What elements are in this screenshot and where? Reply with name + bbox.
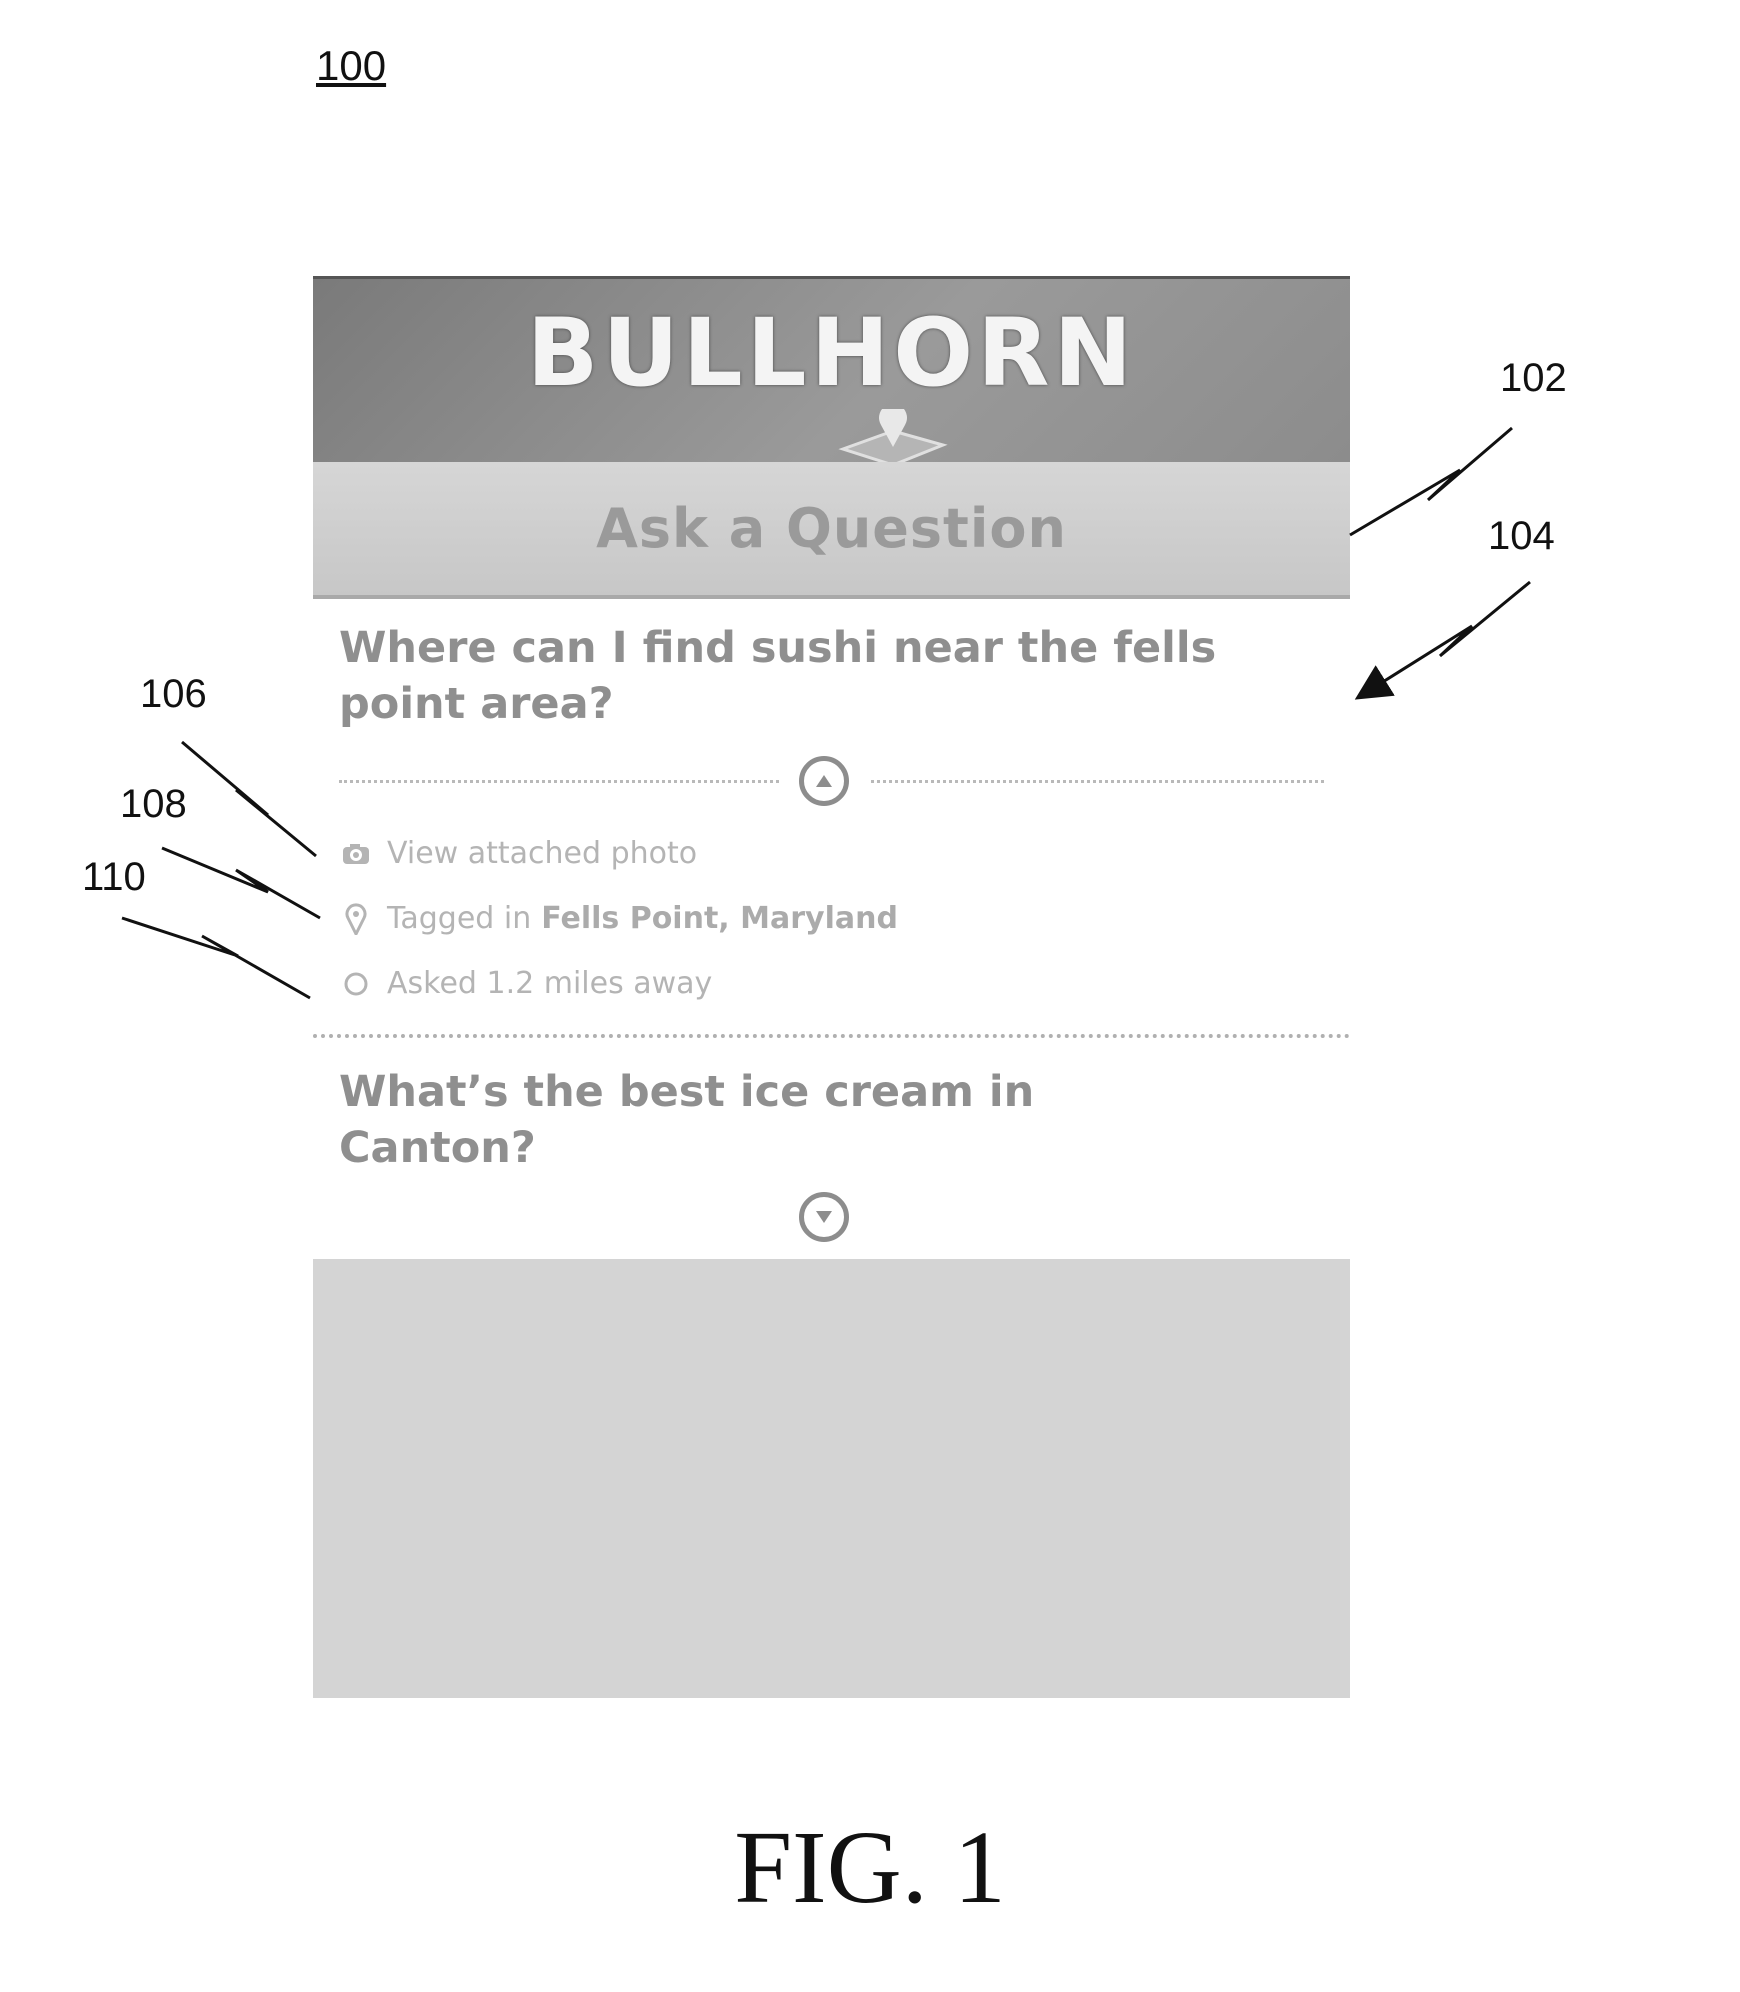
leader-110: [122, 918, 310, 998]
figure-caption: FIG. 1: [0, 1808, 1740, 1927]
leader-102: [1350, 428, 1512, 535]
leader-108: [162, 848, 320, 918]
leader-104: [1370, 582, 1530, 690]
leader-106: [182, 742, 316, 856]
